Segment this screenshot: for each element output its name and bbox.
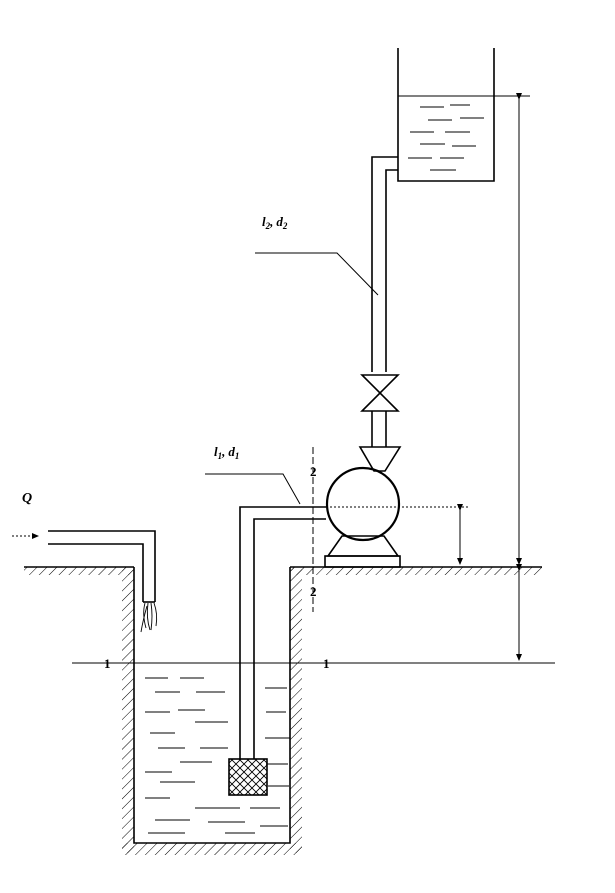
- section-2-top-label: 2: [310, 464, 317, 479]
- dimension-lines: [326, 93, 530, 661]
- ground-and-sump: [24, 566, 542, 855]
- valve: [360, 374, 400, 418]
- section-2-2: 2 2: [310, 447, 317, 612]
- inflow-pipe: Q: [12, 491, 158, 633]
- section-1-left-label: 1: [104, 656, 111, 671]
- section-1-right-label: 1: [323, 656, 330, 671]
- section-2-bottom-label: 2: [310, 584, 317, 599]
- discharge-pipe: l2,d2: [255, 156, 400, 447]
- suction-pipe: l1,d1: [205, 444, 326, 796]
- strainer: [228, 758, 268, 796]
- discharge-pipe-label: l2,d2: [262, 214, 288, 231]
- flow-rate-label: Q: [22, 491, 32, 506]
- suction-pipe-label: l1,d1: [214, 444, 239, 461]
- upper-tank: [397, 48, 495, 182]
- section-1-1: 1 1: [72, 656, 555, 671]
- sump-water: [134, 662, 290, 834]
